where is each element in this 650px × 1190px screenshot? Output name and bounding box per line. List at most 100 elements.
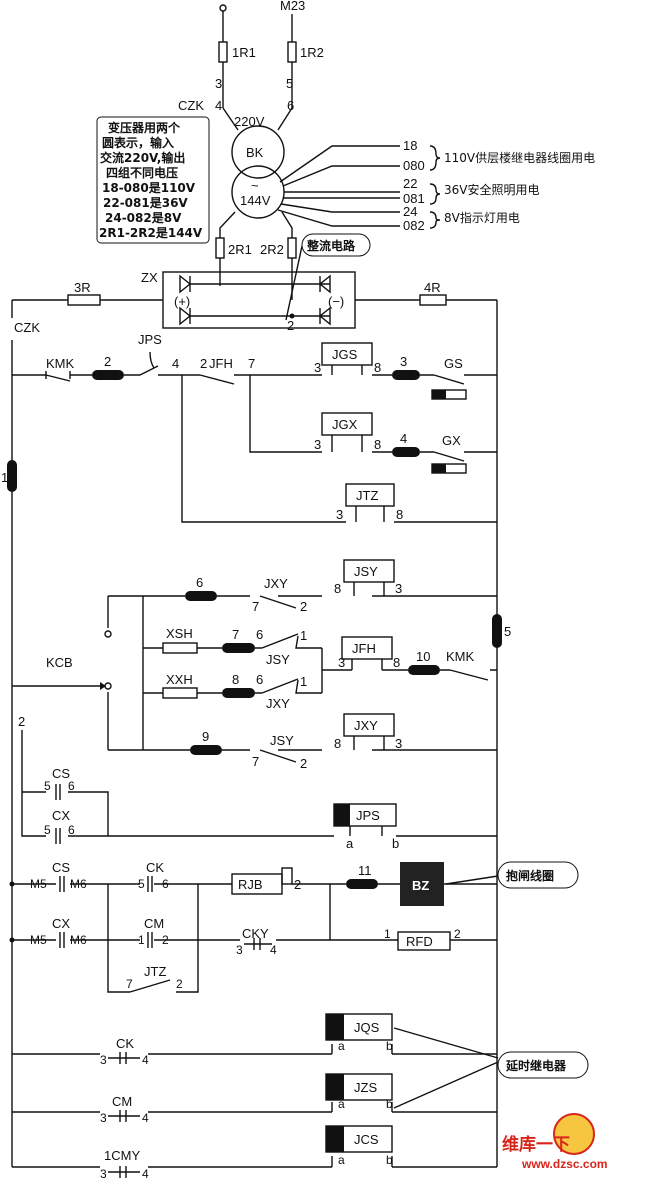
m23-label: M23 — [280, 0, 305, 13]
relay-jsy — [343, 559, 395, 583]
cs-contact-2 — [59, 876, 65, 892]
transformer-note: 变压器用两个圆表示，输入交流220V,输出四组不同电压18-080是110V22… — [99, 120, 203, 240]
resistor-8 — [222, 688, 255, 698]
jtz-pin2: 2 — [176, 977, 183, 991]
cky-pin4: 4 — [270, 943, 277, 957]
relay-jxy — [343, 713, 395, 737]
ck-label-1: CK — [146, 860, 164, 875]
watermark-url: www.dzsc.com — [521, 1157, 608, 1171]
brake-row2-wires — [12, 884, 497, 941]
jgx-pin8: 8 — [374, 437, 381, 452]
jsy-label: JSY — [354, 564, 378, 579]
ck2-pin4: 4 — [142, 1053, 149, 1067]
xxh-row-wires — [143, 679, 322, 694]
fuse-2r2 — [287, 237, 297, 259]
res4-label: 4 — [400, 431, 407, 446]
note-line-5: 18-080是110V — [102, 181, 196, 195]
jxy-label: JXY — [354, 718, 378, 733]
res6-label: 6 — [196, 575, 203, 590]
bridge-node-dot — [289, 313, 295, 319]
jgs-legs — [331, 365, 363, 375]
gx-contact — [433, 451, 465, 462]
cmy-pin3: 3 — [100, 1167, 107, 1181]
block2-verticals — [107, 596, 144, 750]
jqs-fill — [326, 1014, 344, 1040]
jsy-legs — [353, 582, 385, 596]
gx-label: GX — [442, 433, 461, 448]
resistor-6 — [185, 591, 217, 601]
xsh-lamp — [162, 642, 198, 654]
rfd-pin1: 1 — [384, 927, 391, 941]
jtz-bypass-wires — [107, 884, 199, 993]
cs-pin6: 6 — [68, 779, 75, 793]
transformer-section: 1R1 3 M23 1R2 5 CZK 4 6 220V BK ~ 144V 变… — [96, 0, 595, 321]
jcs-pin-b: b — [386, 1153, 393, 1167]
jgx-label: JGX — [332, 417, 358, 432]
kcb-terminal-top — [104, 630, 112, 638]
res9-label: 9 — [202, 729, 209, 744]
fuse-1r1 — [218, 41, 228, 63]
jgx-pin3: 3 — [314, 437, 321, 452]
gs-label: GS — [444, 356, 463, 371]
bridge-links — [190, 283, 330, 317]
jgs-pin8: 8 — [374, 360, 381, 375]
rfd-relay — [397, 931, 451, 951]
jsy-label-3: JSY — [270, 733, 294, 748]
res8-label: 8 — [232, 672, 239, 687]
jps-legs — [349, 826, 383, 836]
gs-contact — [433, 374, 465, 385]
bridge-frame — [162, 271, 356, 329]
cs-m6: M6 — [70, 877, 87, 891]
jsy-contact-2 — [261, 633, 299, 649]
jps-label: JPS — [138, 332, 162, 347]
jxy-pin3: 3 — [395, 736, 402, 751]
out-desc-8v: 8V指示灯用电 — [444, 210, 520, 225]
bridge-plus: (+) — [174, 294, 190, 309]
cky-label: CKY — [242, 926, 269, 941]
cs-contact-1 — [55, 784, 61, 800]
relay-jgx — [321, 412, 373, 436]
secondary-output-wires — [277, 145, 400, 227]
jgs-pin3: 3 — [314, 360, 321, 375]
jps-pin-b: b — [392, 836, 399, 851]
jgs-label: JGS — [332, 347, 358, 362]
fuse-2r1-label: 2R1 — [228, 242, 252, 257]
cx-contact-2 — [59, 932, 65, 948]
watermark: 维库一下 www.dzsc.com — [502, 1113, 608, 1171]
jtz-pin7: 7 — [126, 977, 133, 991]
v144-label: 144V — [240, 193, 271, 208]
resistor-9 — [190, 745, 222, 755]
res2-label: 2 — [104, 354, 111, 369]
cky-pin3: 3 — [236, 943, 243, 957]
note-line-1: 变压器用两个 — [108, 120, 181, 135]
jsy2-pin6: 6 — [256, 627, 263, 642]
kmk-label: KMK — [46, 356, 75, 371]
cm-label-1: CM — [144, 916, 164, 931]
xsh-label: XSH — [166, 626, 193, 641]
brake-callout-box — [497, 861, 579, 889]
resistor-11 — [346, 879, 378, 889]
row3-wires — [181, 375, 497, 523]
bk-label: BK — [246, 145, 264, 160]
resistor-5 — [492, 614, 502, 648]
row2-wires — [249, 375, 497, 453]
cm2-contact — [108, 1110, 140, 1122]
bz-brake-coil — [400, 862, 444, 906]
brake-section: CS M5 M6 CK 5 6 RJB 2 11 BZ 抱闸线圈 CX M5 M… — [9, 860, 579, 993]
output-terminal-3: 22 — [403, 176, 417, 191]
xsh-row-wires — [143, 635, 323, 693]
fuse-1r2-pin: 5 — [286, 76, 293, 91]
note-line-3: 交流220V,输出 — [100, 150, 185, 165]
cs-label-2: CS — [52, 860, 70, 875]
rjb-tab — [281, 867, 293, 885]
rectifier-callout: 整流电路 — [306, 238, 356, 253]
jqs-pin-a: a — [338, 1039, 345, 1053]
cmy-label: 1CMY — [104, 1148, 140, 1163]
note-line-4: 四组不同电压 — [106, 165, 178, 180]
jps-relay-label: JPS — [356, 808, 380, 823]
cs-label-1: CS — [52, 766, 70, 781]
kcb-label: KCB — [46, 655, 73, 670]
upper-control-rows: KMK 2 JPS 4 2 JFH 7 JGS 3 8 3 GS JGX 3 8… — [1, 332, 497, 523]
out-desc-110v: 110V供层楼继电器线圈用电 — [444, 150, 595, 165]
